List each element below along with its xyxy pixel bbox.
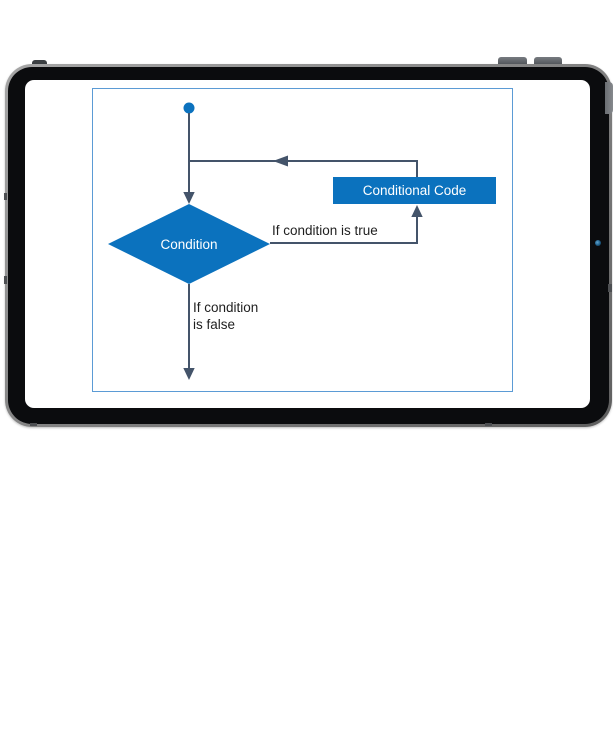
arrowhead-up-icon — [411, 205, 423, 217]
power-button — [605, 82, 613, 114]
flowchart-border — [92, 88, 513, 392]
start-dot — [183, 102, 195, 114]
false-branch-label: If condition is false — [193, 300, 258, 333]
volume-down-button — [534, 57, 562, 66]
false-branch-label-line1: If condition — [193, 300, 259, 315]
bottom-edge-notch — [30, 423, 37, 426]
left-edge-notch — [4, 276, 7, 284]
bottom-edge-notch — [485, 423, 492, 426]
condition-diamond — [108, 204, 270, 284]
tablet-screen: Conditional Code Condition If condition … — [25, 80, 590, 408]
conditional-code-label: Conditional Code — [362, 183, 467, 198]
volume-up-button — [498, 57, 527, 66]
true-branch-label: If condition is true — [272, 223, 378, 238]
right-edge-notch — [608, 284, 612, 292]
flowchart-canvas — [92, 88, 513, 392]
conditional-code-box — [333, 177, 496, 204]
arrowhead-left-icon — [273, 155, 288, 167]
arrowhead-down-icon — [183, 192, 195, 204]
left-edge-notch — [4, 193, 7, 200]
front-camera-icon — [595, 240, 601, 246]
condition-label: Condition — [160, 236, 218, 252]
arrowhead-down-icon — [183, 368, 195, 380]
false-branch-label-line2: is false — [193, 316, 236, 332]
